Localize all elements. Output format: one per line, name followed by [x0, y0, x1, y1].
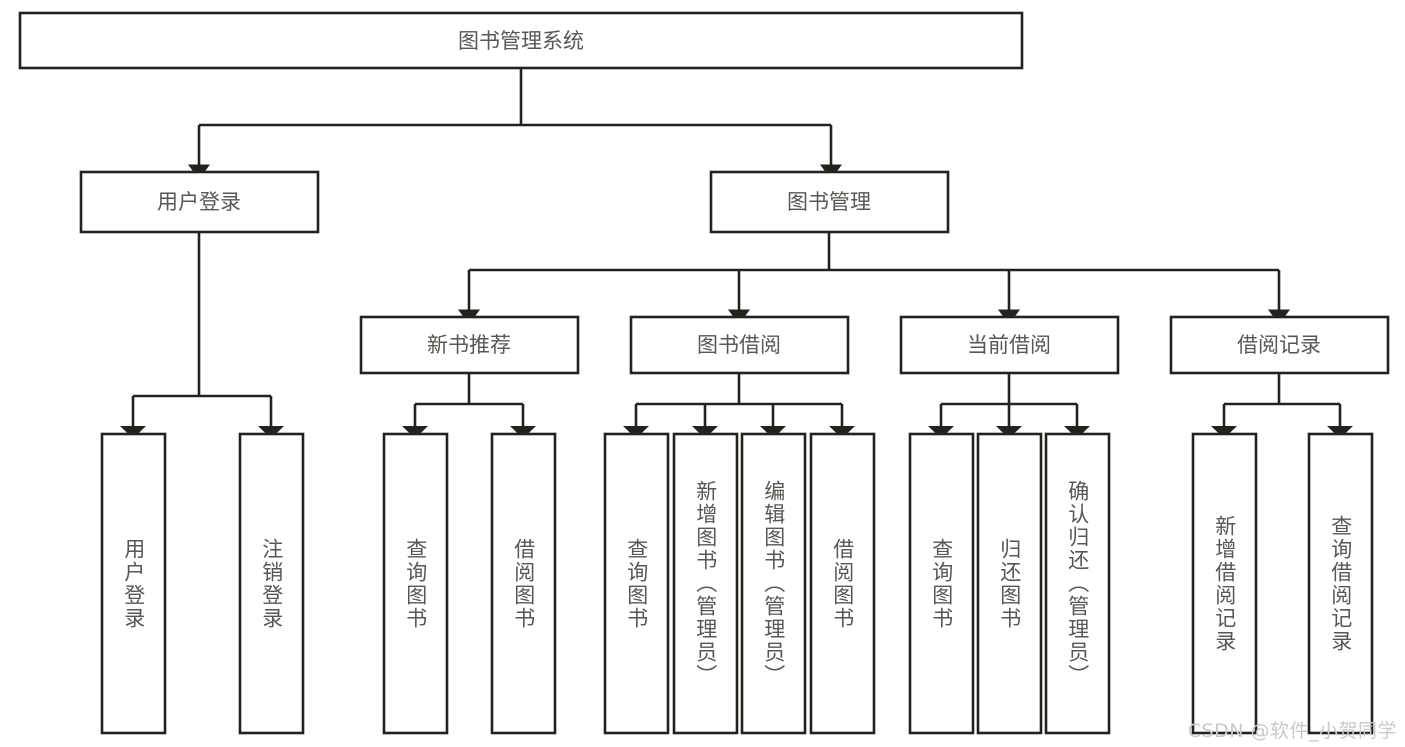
leaf-query-record-box[interactable]	[1307, 432, 1374, 735]
leaf-user-logout-box[interactable]	[238, 432, 305, 735]
node-root-label: 图书管理系统	[458, 29, 584, 53]
node-borrow-record-label: 借阅记录	[1237, 333, 1321, 357]
node-borrow-record[interactable]: 借阅记录	[1169, 315, 1390, 375]
leaf-query-book-1-box[interactable]	[382, 432, 449, 735]
leaf-confirm-return-box[interactable]	[1044, 432, 1111, 735]
leaf-return-book-box[interactable]	[976, 432, 1043, 735]
node-current-borrow-label: 当前借阅	[967, 333, 1051, 357]
leaf-edit-book-box[interactable]	[740, 432, 807, 735]
leaf-query-book-2-box[interactable]	[603, 432, 670, 735]
node-borrow-record-box	[1169, 315, 1390, 375]
node-new-book-recommend[interactable]: 新书推荐	[359, 315, 580, 375]
leaf-add-book-box[interactable]	[672, 432, 739, 735]
node-current-borrow-box	[899, 315, 1120, 375]
leaf-add-record-box[interactable]	[1191, 432, 1258, 735]
node-user-login[interactable]: 用户登录	[79, 170, 320, 234]
node-current-borrow[interactable]: 当前借阅	[899, 315, 1120, 375]
node-book-borrow[interactable]: 图书借阅	[629, 315, 850, 375]
node-root-box	[18, 11, 1024, 70]
node-book-manage-label: 图书管理	[787, 190, 871, 214]
leaf-query-book-3-box[interactable]	[908, 432, 975, 735]
node-new-book-recommend-box	[359, 315, 580, 375]
csdn-watermark: CSDN @软件_小贺同学	[1187, 720, 1397, 742]
node-new-book-recommend-label: 新书推荐	[427, 333, 511, 357]
node-user-login-label: 用户登录	[157, 190, 241, 214]
node-root[interactable]: 图书管理系统	[18, 11, 1024, 70]
leaf-borrow-book-1-box[interactable]	[490, 432, 557, 735]
leaf-borrow-book-2-box[interactable]	[809, 432, 876, 735]
node-book-borrow-label: 图书借阅	[697, 333, 781, 357]
node-book-manage[interactable]: 图书管理	[709, 170, 950, 234]
node-book-borrow-box	[629, 315, 850, 375]
leaf-user-login-box[interactable]	[100, 432, 167, 735]
node-book-manage-box	[709, 170, 950, 234]
